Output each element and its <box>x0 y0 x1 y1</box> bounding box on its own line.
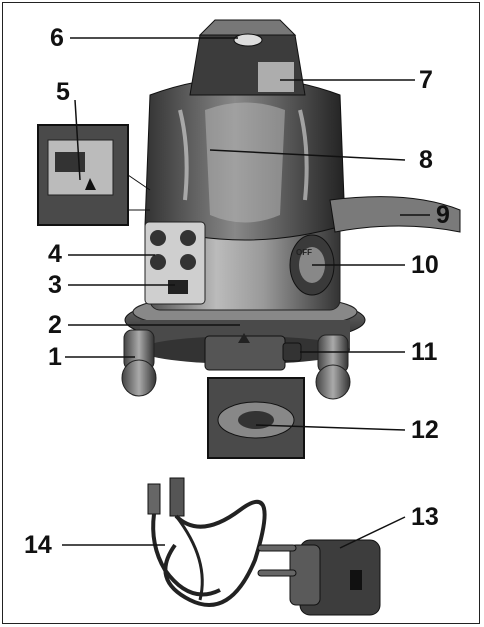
callout-12: 12 <box>411 416 439 444</box>
callout-6: 6 <box>50 24 64 52</box>
callout-8: 8 <box>419 146 433 174</box>
callout-4: 4 <box>48 240 62 268</box>
laser-head <box>189 19 306 96</box>
inset-detail-tripod-mount <box>207 377 305 459</box>
callout-7: 7 <box>419 66 433 94</box>
adjustable-feet <box>121 329 351 400</box>
control-panel <box>144 221 206 305</box>
callout-2: 2 <box>48 311 62 339</box>
callout-1: 1 <box>48 343 62 371</box>
inset-detail-battery <box>37 124 151 226</box>
switch-label: OFF <box>296 248 312 257</box>
carrying-strap <box>329 196 461 233</box>
figure-border <box>2 2 480 624</box>
usb-cable <box>147 477 267 607</box>
callout-10: 10 <box>411 251 439 279</box>
callout-3: 3 <box>48 271 62 299</box>
callout-14: 14 <box>24 531 52 559</box>
callout-9: 9 <box>436 201 450 229</box>
callout-5: 5 <box>56 78 70 106</box>
callout-11: 11 <box>411 338 438 366</box>
callout-13: 13 <box>411 503 439 531</box>
fine-adjustment-block <box>204 333 302 371</box>
leader-lines <box>62 37 430 549</box>
usb-charger <box>257 539 381 616</box>
